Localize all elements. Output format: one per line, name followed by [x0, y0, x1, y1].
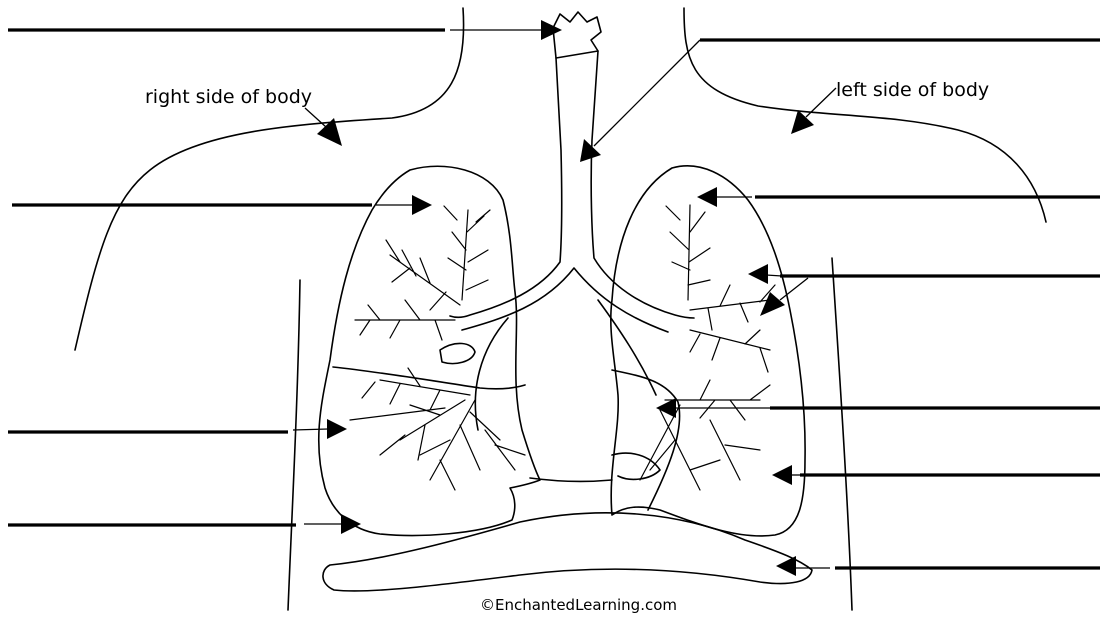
right-lung-fissure [333, 367, 525, 389]
left-lung [530, 166, 805, 536]
arrow-left-side [791, 88, 836, 134]
arrow-left-lower-lobe [772, 465, 800, 485]
diaphragm-outline [323, 513, 812, 591]
right-lung-outline [319, 166, 540, 535]
larynx [553, 12, 601, 58]
right-bronchial-tree [350, 206, 525, 490]
arrow-left-bronchiole [748, 264, 782, 284]
diaphragm-center [530, 478, 612, 481]
left-lung-fissure [612, 370, 680, 510]
arrow-right-upper-lobe [376, 195, 432, 215]
left-bronchial-tree [640, 205, 775, 490]
arrow-left-bronchus [656, 398, 770, 418]
right-torso-line [288, 280, 300, 610]
trachea-left-wall [591, 51, 694, 318]
trachea [450, 12, 694, 430]
trachea-right-wall [450, 58, 562, 317]
left-torso-line [832, 258, 852, 610]
left-side-label: left side of body [836, 79, 989, 101]
right-side-label: right side of body [145, 86, 312, 108]
arrow-diaphragm [776, 556, 830, 576]
right-lung [319, 166, 540, 535]
right-shoulder-outline [75, 8, 464, 350]
arrow-left-upper-lobe [697, 187, 752, 207]
carina [462, 268, 668, 332]
copyright-credit: ©EnchantedLearning.com [480, 596, 677, 614]
right-lung-inner-lobe [440, 343, 475, 363]
arrow-right-side [305, 108, 342, 146]
label-blanks [8, 30, 1100, 568]
arrow-pleura [304, 514, 361, 534]
pointer-arrows [293, 20, 836, 576]
right-bronchus [475, 318, 508, 430]
diaphragm [323, 513, 812, 591]
left-bronchus [598, 300, 656, 395]
arrow-larynx [450, 20, 562, 40]
